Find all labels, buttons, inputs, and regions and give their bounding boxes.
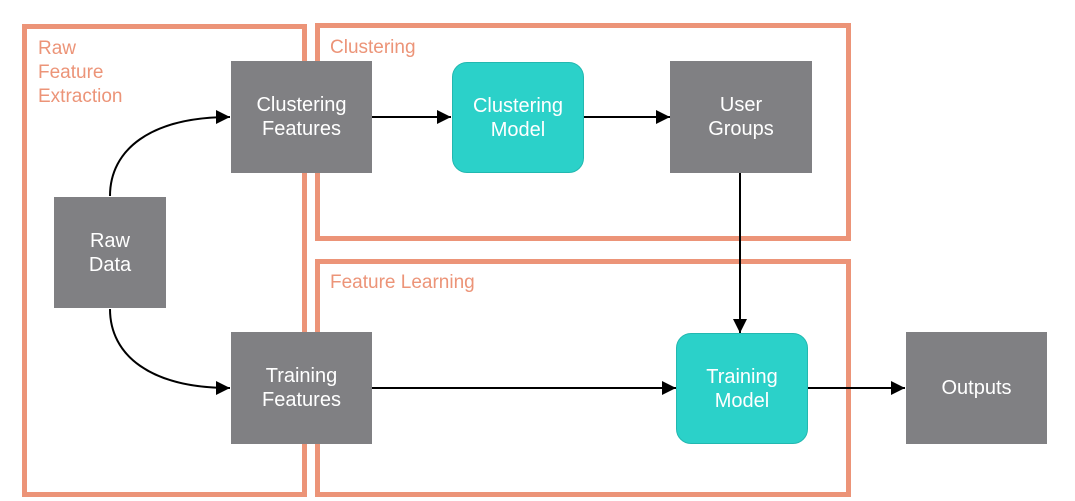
node-outputs: Outputs	[906, 332, 1047, 444]
node-clustering-model: Clustering Model	[452, 62, 584, 173]
region-label-raw-feature-extraction: Raw Feature Extraction	[38, 38, 123, 107]
edge-raw-data-to-training-features	[109, 308, 231, 395]
node-raw-data: Raw Data	[54, 197, 166, 308]
node-training-features: Training Features	[231, 332, 372, 444]
region-label-feature-learning: Feature Learning	[330, 272, 475, 293]
edge-raw-data-to-clustering-features	[109, 110, 231, 197]
node-training-model: Training Model	[676, 333, 808, 444]
region-label-clustering: Clustering	[330, 37, 416, 58]
node-clustering-features: Clustering Features	[231, 61, 372, 173]
region-raw-feature-extraction	[22, 24, 307, 497]
node-user-groups: User Groups	[670, 61, 812, 173]
